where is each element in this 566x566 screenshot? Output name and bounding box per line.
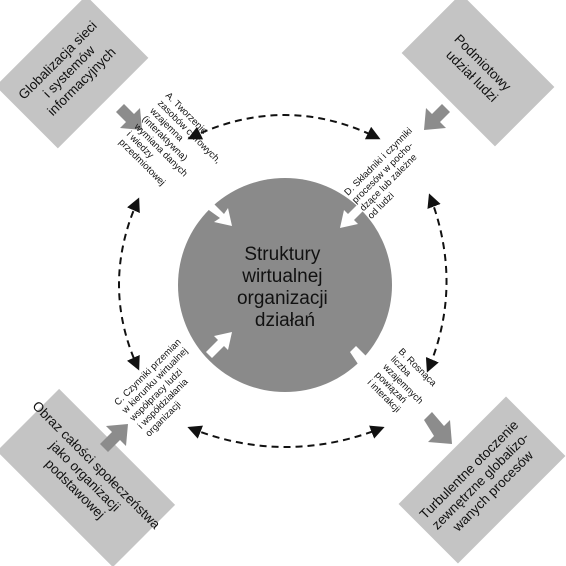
dashed-arrow-top: [187, 114, 381, 140]
dashed-arrow-right: [425, 193, 448, 373]
center-circle: [178, 178, 392, 392]
center-title: Struktury wirtualnej organizacji działań: [237, 244, 333, 331]
center-line-3: organizacji: [237, 288, 328, 309]
dashed-arrow-left: [118, 197, 140, 371]
label-B: B. Rosnąca liczba wzajemnych powiązań i …: [364, 346, 442, 424]
dashed-arrow-bottom: [187, 425, 385, 448]
box-top-right: Podmiotowy udział ludzi: [401, 0, 555, 147]
box-bottom-right: Turbulentne otoczenie zewnętrzne globali…: [398, 396, 566, 564]
svg-text:A. Tworzenie zasobów cyf: A. Tworzenie zasobów cyfrowych, wzajemna…: [116, 90, 233, 207]
center-line-2: wirtualnej: [241, 266, 322, 287]
center-line-4: działań: [255, 310, 315, 331]
white-arrow-top-right: [340, 202, 366, 228]
white-arrow-bottom-left: [206, 332, 232, 358]
white-arrow-bottom-right: [350, 346, 372, 372]
svg-text:B. Rosnąca liczba: B. Rosnąca liczba wzajemnych powiązań i …: [364, 346, 442, 424]
center-line-1: Struktury: [244, 244, 321, 265]
arrow-bottom-left-to-center: [100, 424, 128, 452]
white-arrow-top-left: [206, 202, 232, 226]
label-A: A. Tworzenie zasobów cyfrowych, wzajemna…: [116, 90, 233, 207]
arrow-top-left-to-center: [116, 104, 142, 130]
arrow-top-right-to-center: [424, 104, 450, 130]
arrow-center-to-bottom-right: [424, 412, 452, 444]
